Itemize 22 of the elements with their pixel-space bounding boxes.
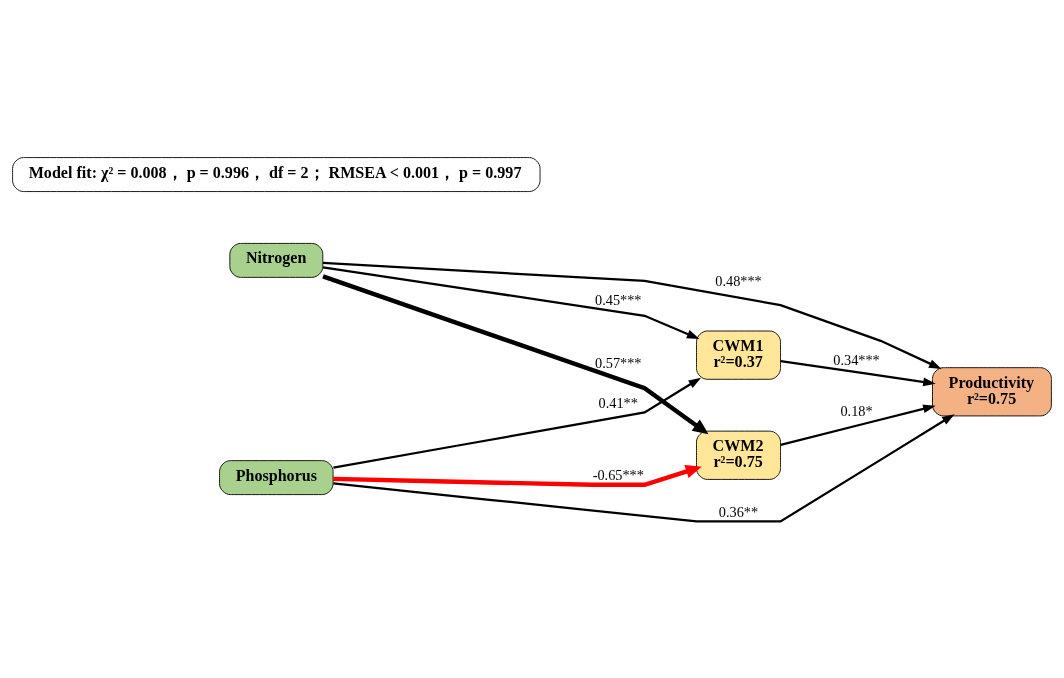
arrow <box>780 359 936 386</box>
arrow <box>322 265 700 339</box>
arrow <box>780 404 936 446</box>
arrow <box>322 261 942 369</box>
edge-label: 0.57*** <box>595 354 642 371</box>
arrow <box>322 273 709 434</box>
node-box: CWM2 r²=0.75 <box>696 430 781 480</box>
node-box: Productivity r²=0.75 <box>932 366 1052 416</box>
edge-label: 0.45*** <box>595 291 642 308</box>
edge-label: 0.48*** <box>715 272 762 289</box>
edge-label: 0.18* <box>840 402 873 419</box>
node-box: Model fit: χ² = 0.008， p = 0.996， df = 2； RMSEA < 0.001， p = 0.997 <box>12 156 541 192</box>
node-box: Nitrogen <box>229 242 324 278</box>
node-box: CWM1 r²=0.37 <box>696 330 781 380</box>
edge-label: 0.34*** <box>833 351 880 368</box>
arrow <box>333 377 702 469</box>
node-box: Phosphorus <box>219 459 334 495</box>
arrow <box>333 413 955 523</box>
edge-label: 0.41** <box>598 394 638 411</box>
edge-label: 0.36** <box>718 503 759 520</box>
edge-label: -0.65*** <box>592 466 644 483</box>
arrow <box>333 464 702 487</box>
